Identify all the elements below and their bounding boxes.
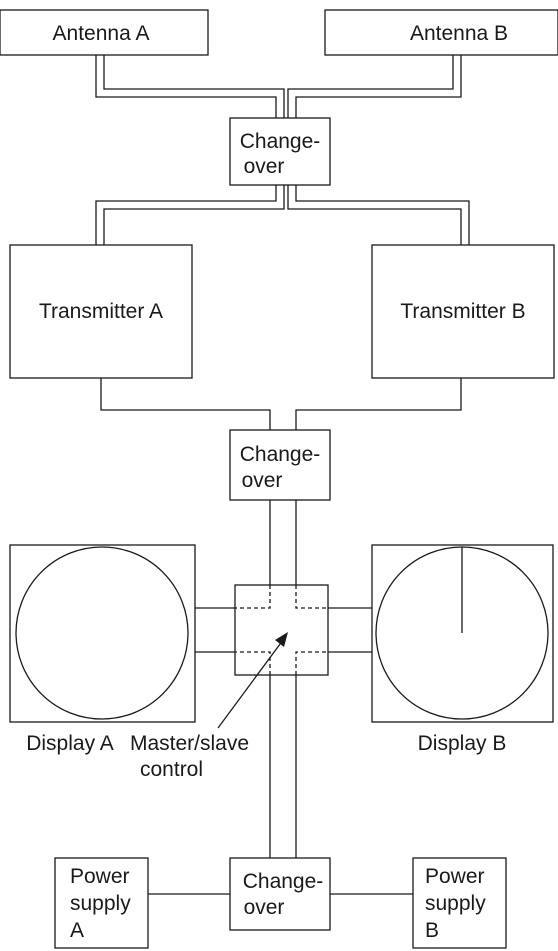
transmitter-a-block: Transmitter A bbox=[9, 244, 193, 379]
display-a-screen bbox=[15, 546, 189, 720]
display-connections bbox=[195, 607, 372, 653]
antenna-b-block: Antenna B bbox=[324, 9, 558, 56]
power-supply-a-block: Power supply A bbox=[54, 857, 149, 949]
power-supply-a-line-1: Power bbox=[70, 865, 130, 888]
transmitter-b-label: Transmitter B bbox=[400, 300, 525, 323]
changeover-middle-block: Change- over bbox=[229, 429, 331, 501]
changeover-bottom-block: Change- over bbox=[229, 857, 331, 931]
display-b-block bbox=[371, 544, 554, 723]
changeover-top-line-2: over bbox=[244, 155, 285, 178]
changeover-middle-line-2: over bbox=[242, 469, 283, 492]
power-supply-b-line-1: Power bbox=[425, 865, 485, 888]
master-slave-pointer bbox=[217, 632, 288, 729]
transmitter-b-block: Transmitter B bbox=[371, 244, 555, 379]
power-supply-a-line-2: supply bbox=[70, 892, 131, 915]
display-a-label: Display A bbox=[26, 732, 114, 755]
display-a-block bbox=[9, 544, 196, 723]
antenna-a-block: Antenna A bbox=[0, 9, 209, 56]
power-feed-lines bbox=[269, 675, 297, 858]
antenna-a-label: Antenna A bbox=[53, 22, 150, 45]
master-slave-label-line-1: Master/slave bbox=[130, 732, 249, 755]
display-b-label: Display B bbox=[418, 732, 507, 755]
changeover-bottom-line-2: over bbox=[244, 896, 285, 919]
master-slave-label-line-2: control bbox=[140, 758, 203, 781]
transmitter-waveguides bbox=[95, 185, 470, 245]
changeover-bottom-line-1: Change- bbox=[243, 870, 324, 893]
transmitter-connections bbox=[100, 378, 462, 430]
changeover-top-block: Change- over bbox=[229, 117, 331, 186]
antenna-b-label: Antenna B bbox=[410, 22, 508, 45]
power-supply-b-block: Power supply B bbox=[412, 857, 507, 949]
changeover-middle-line-1: Change- bbox=[240, 443, 321, 466]
transmitter-a-label: Transmitter A bbox=[39, 300, 163, 323]
master-slave-switch-box bbox=[234, 584, 329, 676]
power-supply-b-line-3: B bbox=[425, 919, 439, 942]
video-feed-lines bbox=[269, 500, 297, 585]
antenna-waveguides bbox=[95, 55, 462, 118]
power-supply-b-line-2: supply bbox=[425, 892, 486, 915]
power-supply-a-line-3: A bbox=[70, 919, 84, 942]
changeover-top-line-1: Change- bbox=[240, 130, 321, 153]
